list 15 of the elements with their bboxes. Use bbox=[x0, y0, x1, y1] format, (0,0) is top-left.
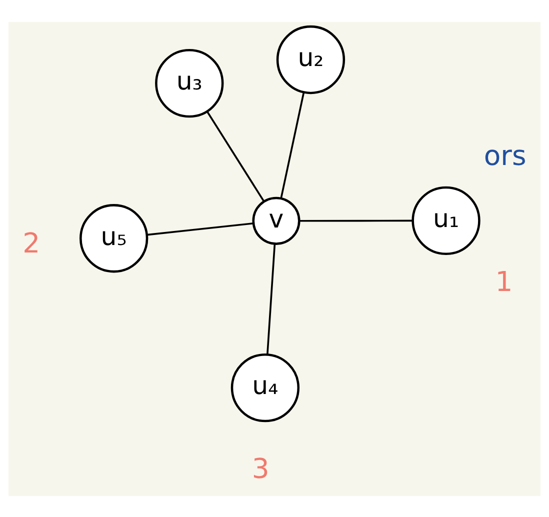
connector bbox=[266, 243, 276, 354]
node-circle: u₄ bbox=[230, 352, 300, 422]
label: 3 bbox=[252, 453, 270, 484]
label: ors bbox=[484, 140, 526, 172]
node-circle: u₃ bbox=[155, 48, 224, 118]
connector bbox=[299, 219, 412, 222]
node-circle: v bbox=[252, 196, 300, 244]
node-circle: u₂ bbox=[276, 24, 346, 94]
label: 2 bbox=[22, 228, 40, 259]
node-circle: u₅ bbox=[80, 204, 148, 272]
connector bbox=[146, 222, 254, 236]
connector bbox=[206, 110, 265, 202]
node-circle: u₁ bbox=[412, 186, 480, 254]
connector bbox=[280, 92, 305, 198]
label: 1 bbox=[495, 266, 513, 298]
